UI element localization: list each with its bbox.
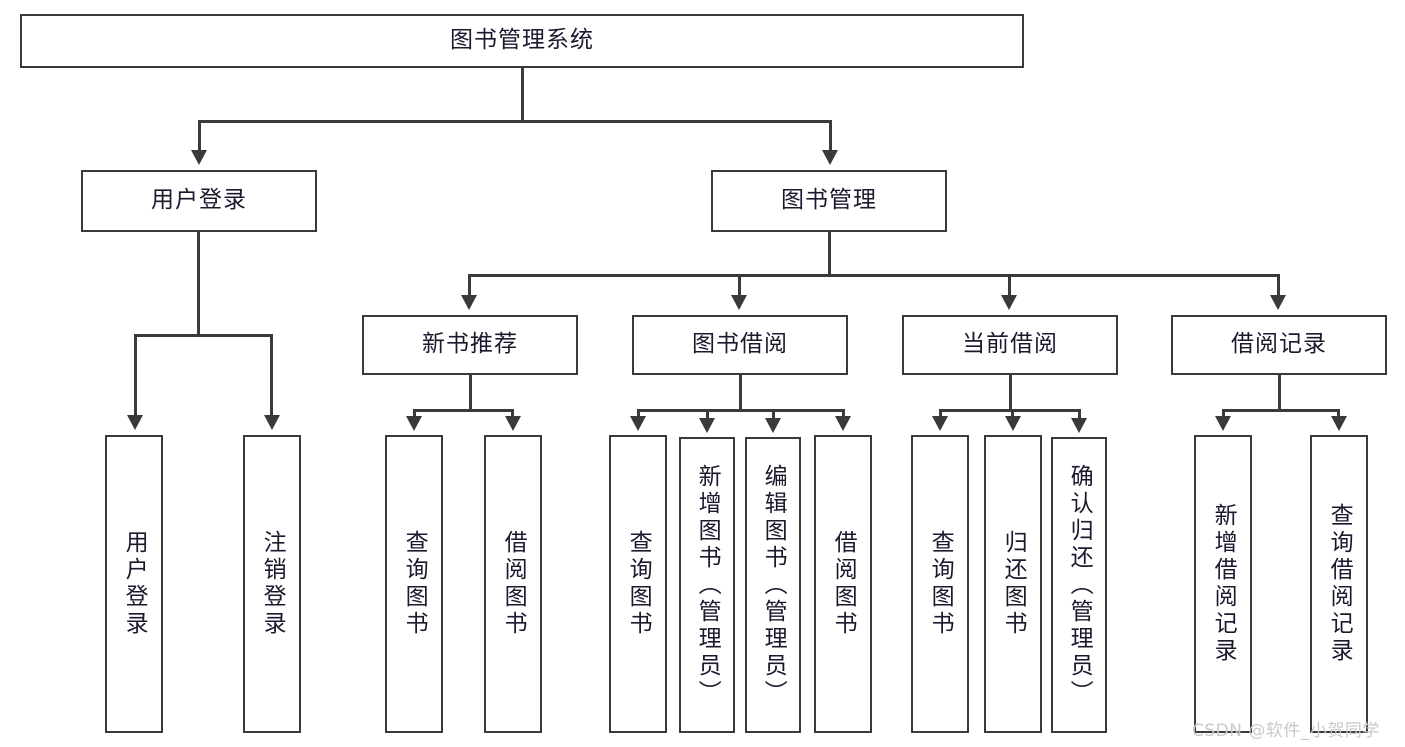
node-leaf-borrow-book-recommend[interactable]: 借阅图书 [484,435,542,733]
node-label: 图书管理系统 [450,27,594,54]
node-label: 新书推荐 [422,331,518,358]
node-label: 注销登录 [259,530,286,638]
node-leaf-user-logout[interactable]: 注销登录 [243,435,301,733]
node-label: 查询借阅记录 [1326,503,1353,665]
edge-current-borrow-to-return [1011,409,1014,417]
edge-user-login-to-leaf-logout [270,334,273,416]
edge-user-login-stem [197,232,200,335]
node-label: 归还图书 [1000,530,1027,638]
node-label: 查询图书 [401,530,428,638]
arrowhead-borrow-record-to-query [1331,416,1347,431]
arrowhead-book-manage-to-current-borrow [1001,295,1017,310]
edge-book-manage-stem [828,232,831,275]
arrowhead-current-borrow-to-return [1005,416,1021,431]
node-user-login[interactable]: 用户登录 [81,170,317,232]
arrowhead-root-to-book-manage [822,150,838,165]
arrowhead-root-to-user-login [191,150,207,165]
node-label: 图书管理 [781,187,877,214]
arrowhead-current-borrow-to-query [932,416,948,431]
node-leaf-query-book-current[interactable]: 查询图书 [911,435,969,733]
node-leaf-query-book-borrow[interactable]: 查询图书 [609,435,667,733]
node-leaf-user-login[interactable]: 用户登录 [105,435,163,733]
arrowhead-new-book-to-query [406,416,422,431]
node-leaf-add-borrow-record[interactable]: 新增借阅记录 [1194,435,1252,733]
edge-borrow-record-stem [1278,375,1281,410]
edge-borrow-record-to-add [1222,409,1225,417]
node-leaf-return-book[interactable]: 归还图书 [984,435,1042,733]
arrowhead-user-login-to-leaf-login [127,415,143,430]
edge-book-manage-to-book-borrow [738,274,741,296]
csdn-watermark: CSDN @软件_小贺同学 [1192,721,1380,741]
node-label: 图书借阅 [692,331,788,358]
edge-book-manage-to-borrow-record [1277,274,1280,296]
node-leaf-query-borrow-record[interactable]: 查询借阅记录 [1310,435,1368,733]
edge-book-borrow-to-borrow [842,409,845,417]
edge-root-to-book-manage [829,120,832,152]
arrowhead-book-borrow-to-query [630,416,646,431]
arrowhead-book-manage-to-borrow-record [1270,295,1286,310]
edge-root-bus [198,120,832,123]
edge-current-borrow-to-confirm [1078,409,1081,419]
node-leaf-add-book-admin[interactable]: 新增图书（管理员） [679,437,735,733]
edge-book-borrow-bus [637,409,842,412]
arrowhead-book-borrow-to-add [699,418,715,433]
edge-new-book-to-borrow [511,409,514,417]
edge-current-borrow-to-query [939,409,942,417]
node-label: 用户登录 [121,530,148,638]
arrowhead-book-borrow-to-borrow [835,416,851,431]
node-label: 确认归还（管理员） [1066,463,1093,707]
arrowhead-user-login-to-leaf-logout [264,415,280,430]
node-label: 当前借阅 [962,331,1058,358]
arrowhead-book-manage-to-new-book [461,295,477,310]
arrowhead-current-borrow-to-confirm [1071,418,1087,433]
node-label: 用户登录 [151,187,247,214]
node-label: 新增图书（管理员） [694,463,721,707]
node-label: 借阅图书 [830,530,857,638]
edge-current-borrow-bus [939,409,1081,412]
node-label: 新增借阅记录 [1210,503,1237,665]
arrowhead-new-book-to-borrow [505,416,521,431]
edge-user-login-to-leaf-login [134,334,137,416]
edge-root-to-user-login [198,120,201,152]
arrowhead-book-borrow-to-edit [765,418,781,433]
edge-book-manage-bus [468,274,1279,277]
arrowhead-borrow-record-to-add [1215,416,1231,431]
edge-user-login-bus [134,334,272,337]
edge-book-manage-to-current-borrow [1008,274,1011,296]
edge-current-borrow-stem [1009,375,1012,410]
node-new-book-recommend[interactable]: 新书推荐 [362,315,578,375]
node-root-book-management-system[interactable]: 图书管理系统 [20,14,1024,68]
node-leaf-borrow-book[interactable]: 借阅图书 [814,435,872,733]
node-label: 借阅图书 [500,530,527,638]
node-label: 查询图书 [625,530,652,638]
node-leaf-confirm-return-admin[interactable]: 确认归还（管理员） [1051,437,1107,733]
edge-book-borrow-to-add [706,409,709,419]
node-label: 查询图书 [927,530,954,638]
edge-root-stem [521,68,524,121]
edge-new-book-bus [413,409,513,412]
edge-borrow-record-bus [1222,409,1339,412]
node-label: 编辑图书（管理员） [760,463,787,707]
edge-new-book-stem [469,375,472,410]
arrowhead-book-manage-to-book-borrow [731,295,747,310]
edge-book-borrow-to-query [637,409,640,417]
edge-borrow-record-to-query [1337,409,1340,417]
node-label: 借阅记录 [1231,331,1327,358]
edge-book-borrow-stem [739,375,742,410]
edge-book-borrow-to-edit [772,409,775,419]
node-current-borrow[interactable]: 当前借阅 [902,315,1118,375]
node-leaf-edit-book-admin[interactable]: 编辑图书（管理员） [745,437,801,733]
node-book-borrow[interactable]: 图书借阅 [632,315,848,375]
edge-new-book-to-query [413,409,416,417]
node-borrow-record[interactable]: 借阅记录 [1171,315,1387,375]
node-leaf-query-book-recommend[interactable]: 查询图书 [385,435,443,733]
edge-book-manage-to-new-book [468,274,471,296]
node-book-management[interactable]: 图书管理 [711,170,947,232]
